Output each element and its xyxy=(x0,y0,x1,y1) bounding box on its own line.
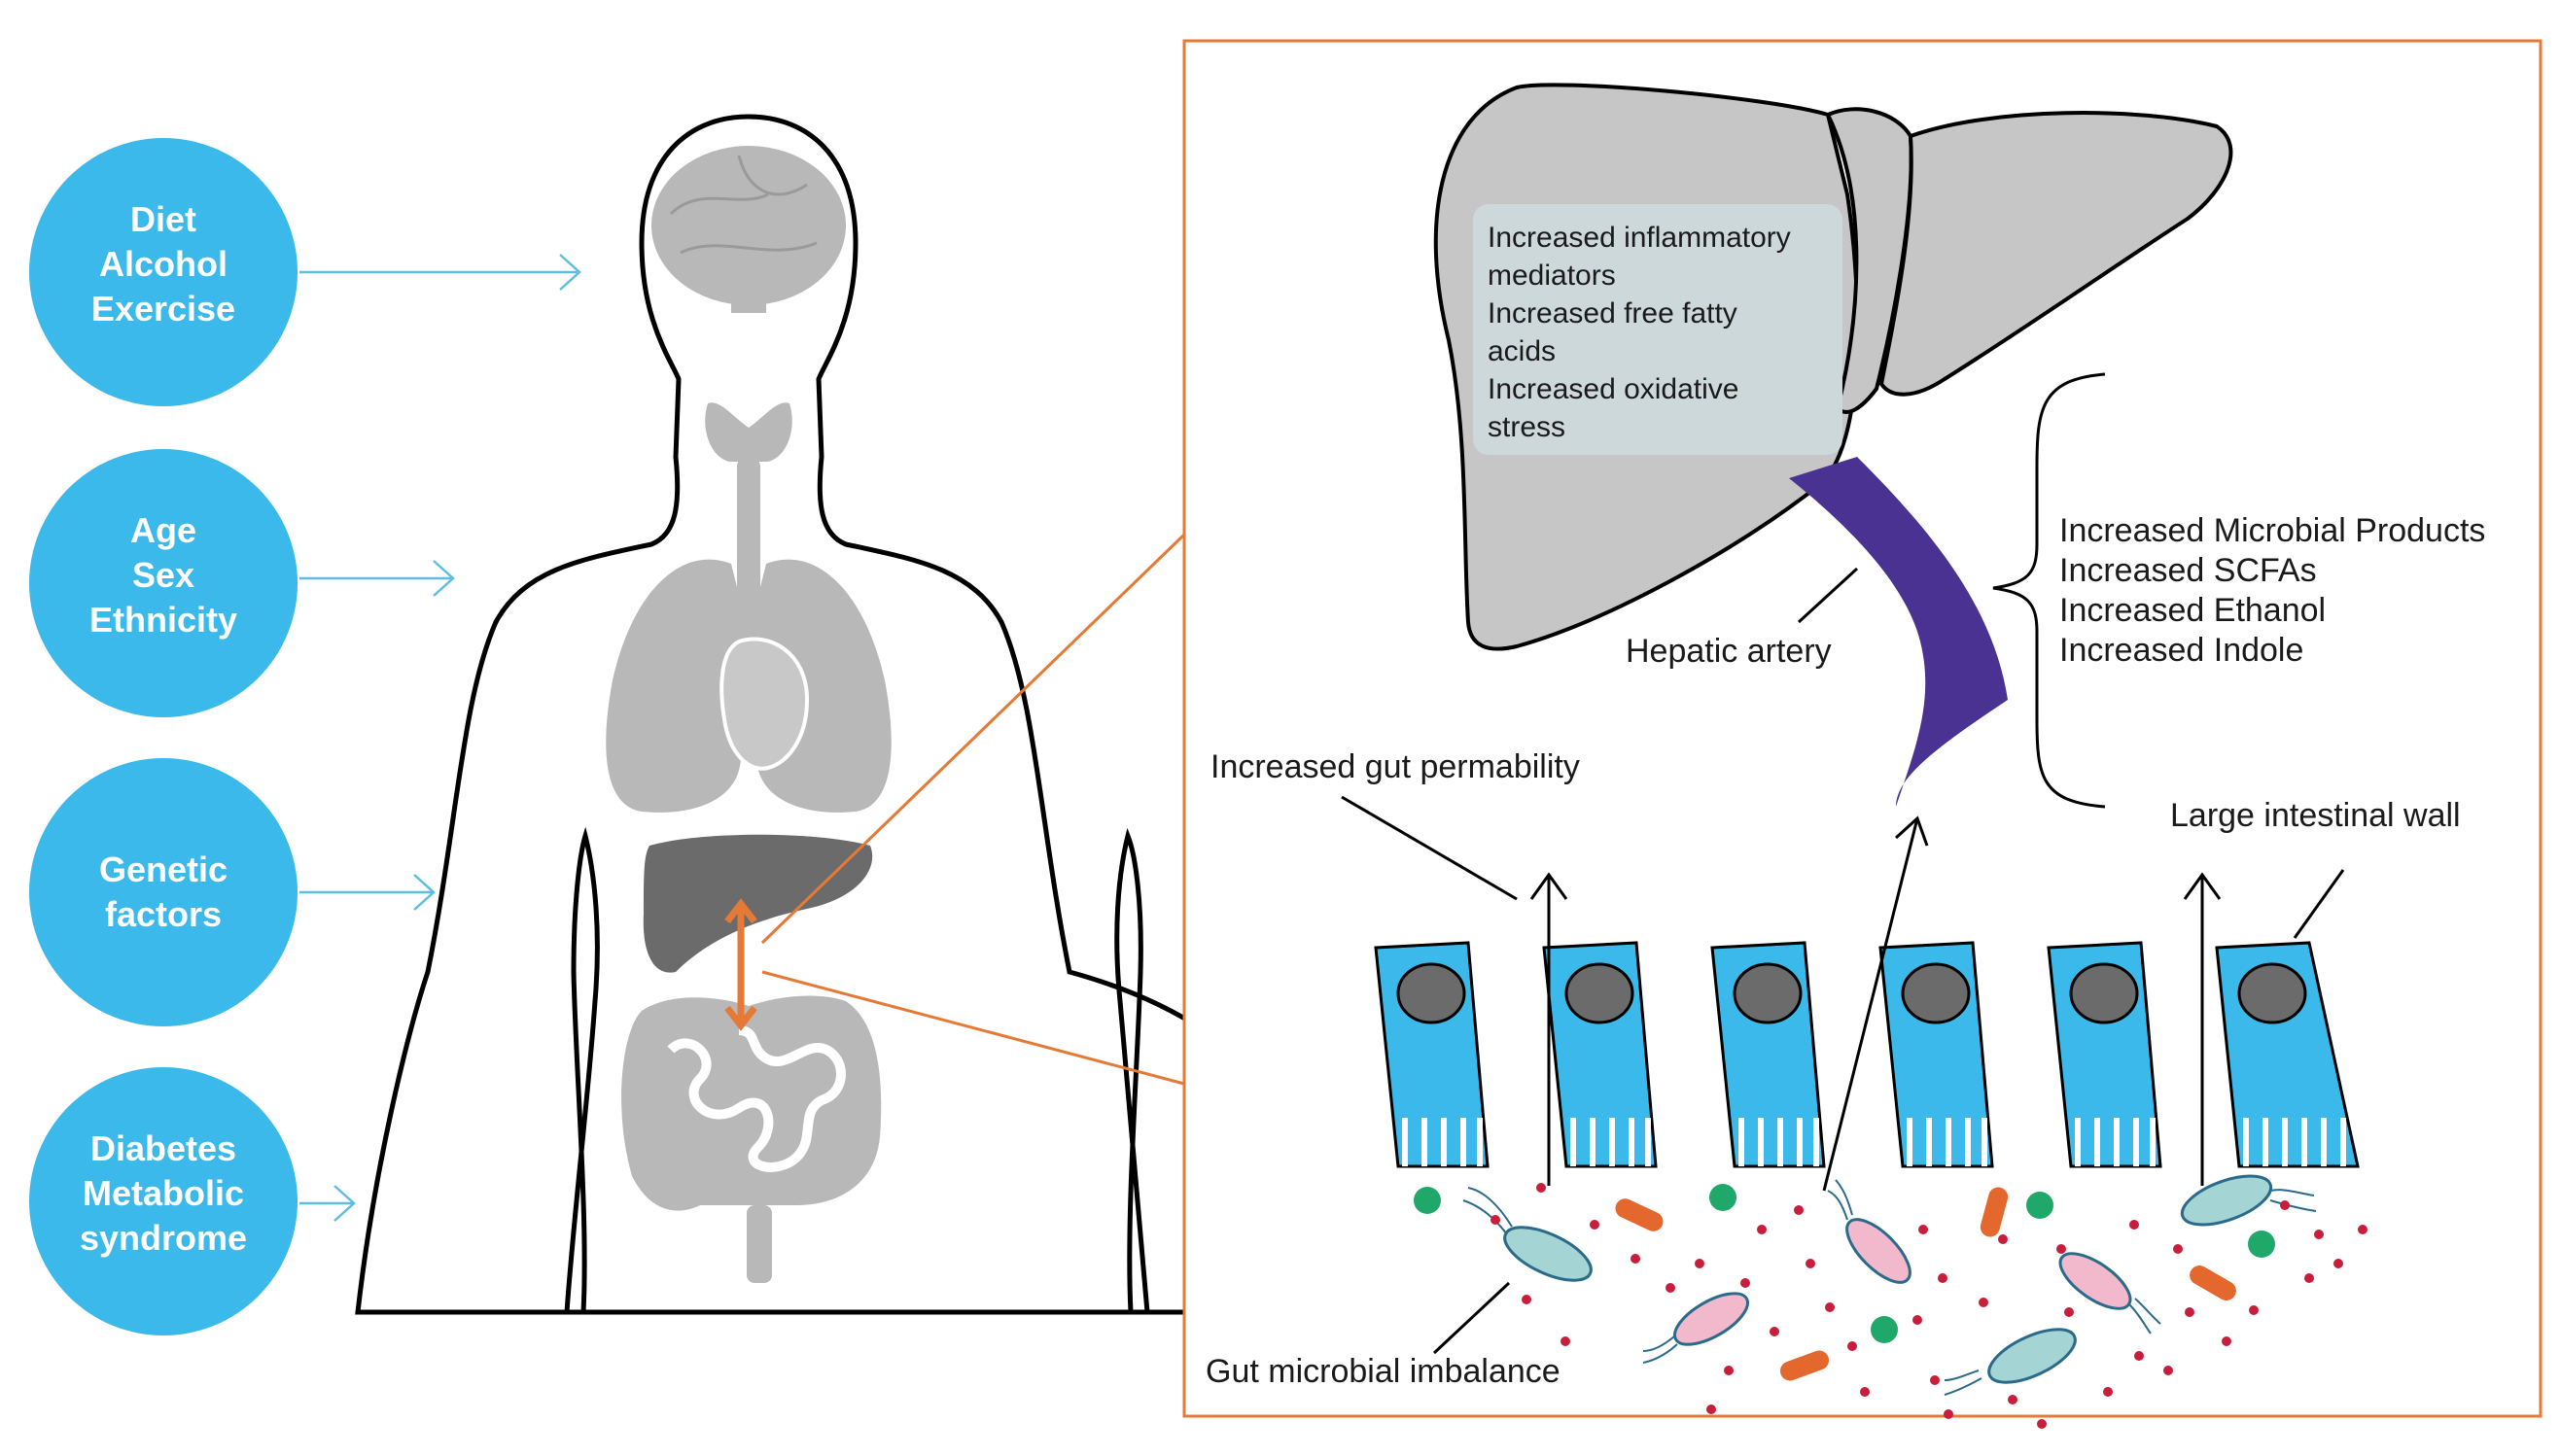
microbial-product-3: Increased Ethanol xyxy=(2059,592,2326,629)
epithelial-cell xyxy=(1374,941,1490,1168)
hepatic-artery-leader xyxy=(1797,567,1859,624)
epithelial-cell xyxy=(1542,941,1658,1168)
heart xyxy=(719,637,810,771)
microbial-product-2: Increased SCFAs xyxy=(2059,552,2317,589)
liver-effect-line-4: acids xyxy=(1488,335,1556,367)
microbial-products-brace xyxy=(1992,372,2106,809)
pink-bacteria xyxy=(1642,1179,2161,1364)
liver-gut-double-arrow xyxy=(724,898,757,1031)
translocation-arrow-right xyxy=(2183,872,2222,1186)
translocation-arrow-middle xyxy=(1822,815,1929,1192)
liver-effect-line-5: Increased oxidative xyxy=(1488,373,1739,405)
red-microbial-particles xyxy=(1490,1183,2367,1429)
risk-factor-diabetes-line1: Diabetes xyxy=(90,1128,236,1168)
liver-effects-box: Increased inflammatory mediators Increas… xyxy=(1473,204,1842,455)
green-microbes xyxy=(1414,1184,2275,1343)
translocation-arrows xyxy=(1529,815,2222,1192)
arrow-to-chest xyxy=(299,560,455,597)
risk-factor-age-line3: Ethnicity xyxy=(89,600,237,640)
thyroid-trachea xyxy=(705,402,792,661)
arrow-to-brain xyxy=(299,254,581,291)
risk-factor-age-line2: Sex xyxy=(132,555,194,595)
hepatic-artery xyxy=(1789,457,2008,807)
risk-factor-diet: Diet Alcohol Exercise xyxy=(29,138,298,406)
intestinal-wall-leader xyxy=(2293,869,2345,939)
microbial-product-1: Increased Microbial Products xyxy=(2059,512,2485,549)
liver-effect-line-3: Increased free fatty xyxy=(1488,297,1737,329)
epithelial-cells xyxy=(1374,941,2360,1168)
gut-microbes xyxy=(1414,1174,2367,1429)
risk-factor-age-line1: Age xyxy=(130,510,196,550)
hepatic-artery-label: Hepatic artery xyxy=(1626,633,1832,670)
risk-factor-diet-line1: Diet xyxy=(130,199,196,239)
risk-factor-circles: Diet Alcohol Exercise Age Sex Ethnicity … xyxy=(29,138,298,1335)
liver-effect-line-2: mediators xyxy=(1488,260,1616,292)
microbial-product-4: Increased Indole xyxy=(2059,632,2303,669)
teal-bacteria xyxy=(1462,1174,2317,1396)
epithelial-cell xyxy=(2047,941,2162,1168)
arrow-to-hip xyxy=(299,1185,356,1222)
gut-permeability-label: Increased gut permability xyxy=(1210,748,1580,785)
microbial-products-list: Increased Microbial Products Increased S… xyxy=(2059,512,2485,669)
risk-factor-diet-line3: Exercise xyxy=(91,289,235,329)
liver-effect-line-1: Increased inflammatory xyxy=(1488,222,1791,254)
microbial-imbalance-leader xyxy=(1432,1281,1511,1355)
risk-factor-diabetes-line2: Metabolic xyxy=(83,1173,244,1213)
epithelial-cell xyxy=(2215,941,2360,1168)
risk-factor-diabetes-line3: syndrome xyxy=(80,1218,247,1258)
epithelial-cell xyxy=(1878,941,1994,1168)
brain xyxy=(651,146,846,313)
body-outline xyxy=(355,114,1359,1315)
translocation-arrow-left xyxy=(1529,872,1568,1186)
risk-factor-genetic-line2: factors xyxy=(105,894,222,934)
orange-rod-bacteria xyxy=(1615,1187,2236,1381)
risk-factor-diabetes: Diabetes Metabolic syndrome xyxy=(29,1067,298,1335)
gut-permeability-leader xyxy=(1341,795,1518,901)
intestines xyxy=(621,995,882,1283)
risk-factor-genetic-line1: Genetic xyxy=(99,849,228,889)
intestinal-wall-label: Large intestinal wall xyxy=(2170,797,2461,834)
body-liver xyxy=(643,834,873,973)
risk-factor-diet-line2: Alcohol xyxy=(99,244,228,284)
epithelial-cell xyxy=(1710,941,1826,1168)
arrow-to-abdomen xyxy=(299,874,436,911)
risk-factor-age: Age Sex Ethnicity xyxy=(29,449,298,717)
zoom-connector-lines xyxy=(760,533,1186,1086)
liver-effect-line-6: stress xyxy=(1488,411,1565,443)
risk-factor-arrows xyxy=(299,254,581,1222)
microbial-imbalance-label: Gut microbial imbalance xyxy=(1206,1353,1561,1390)
risk-factor-genetic: Genetic factors xyxy=(29,758,298,1026)
